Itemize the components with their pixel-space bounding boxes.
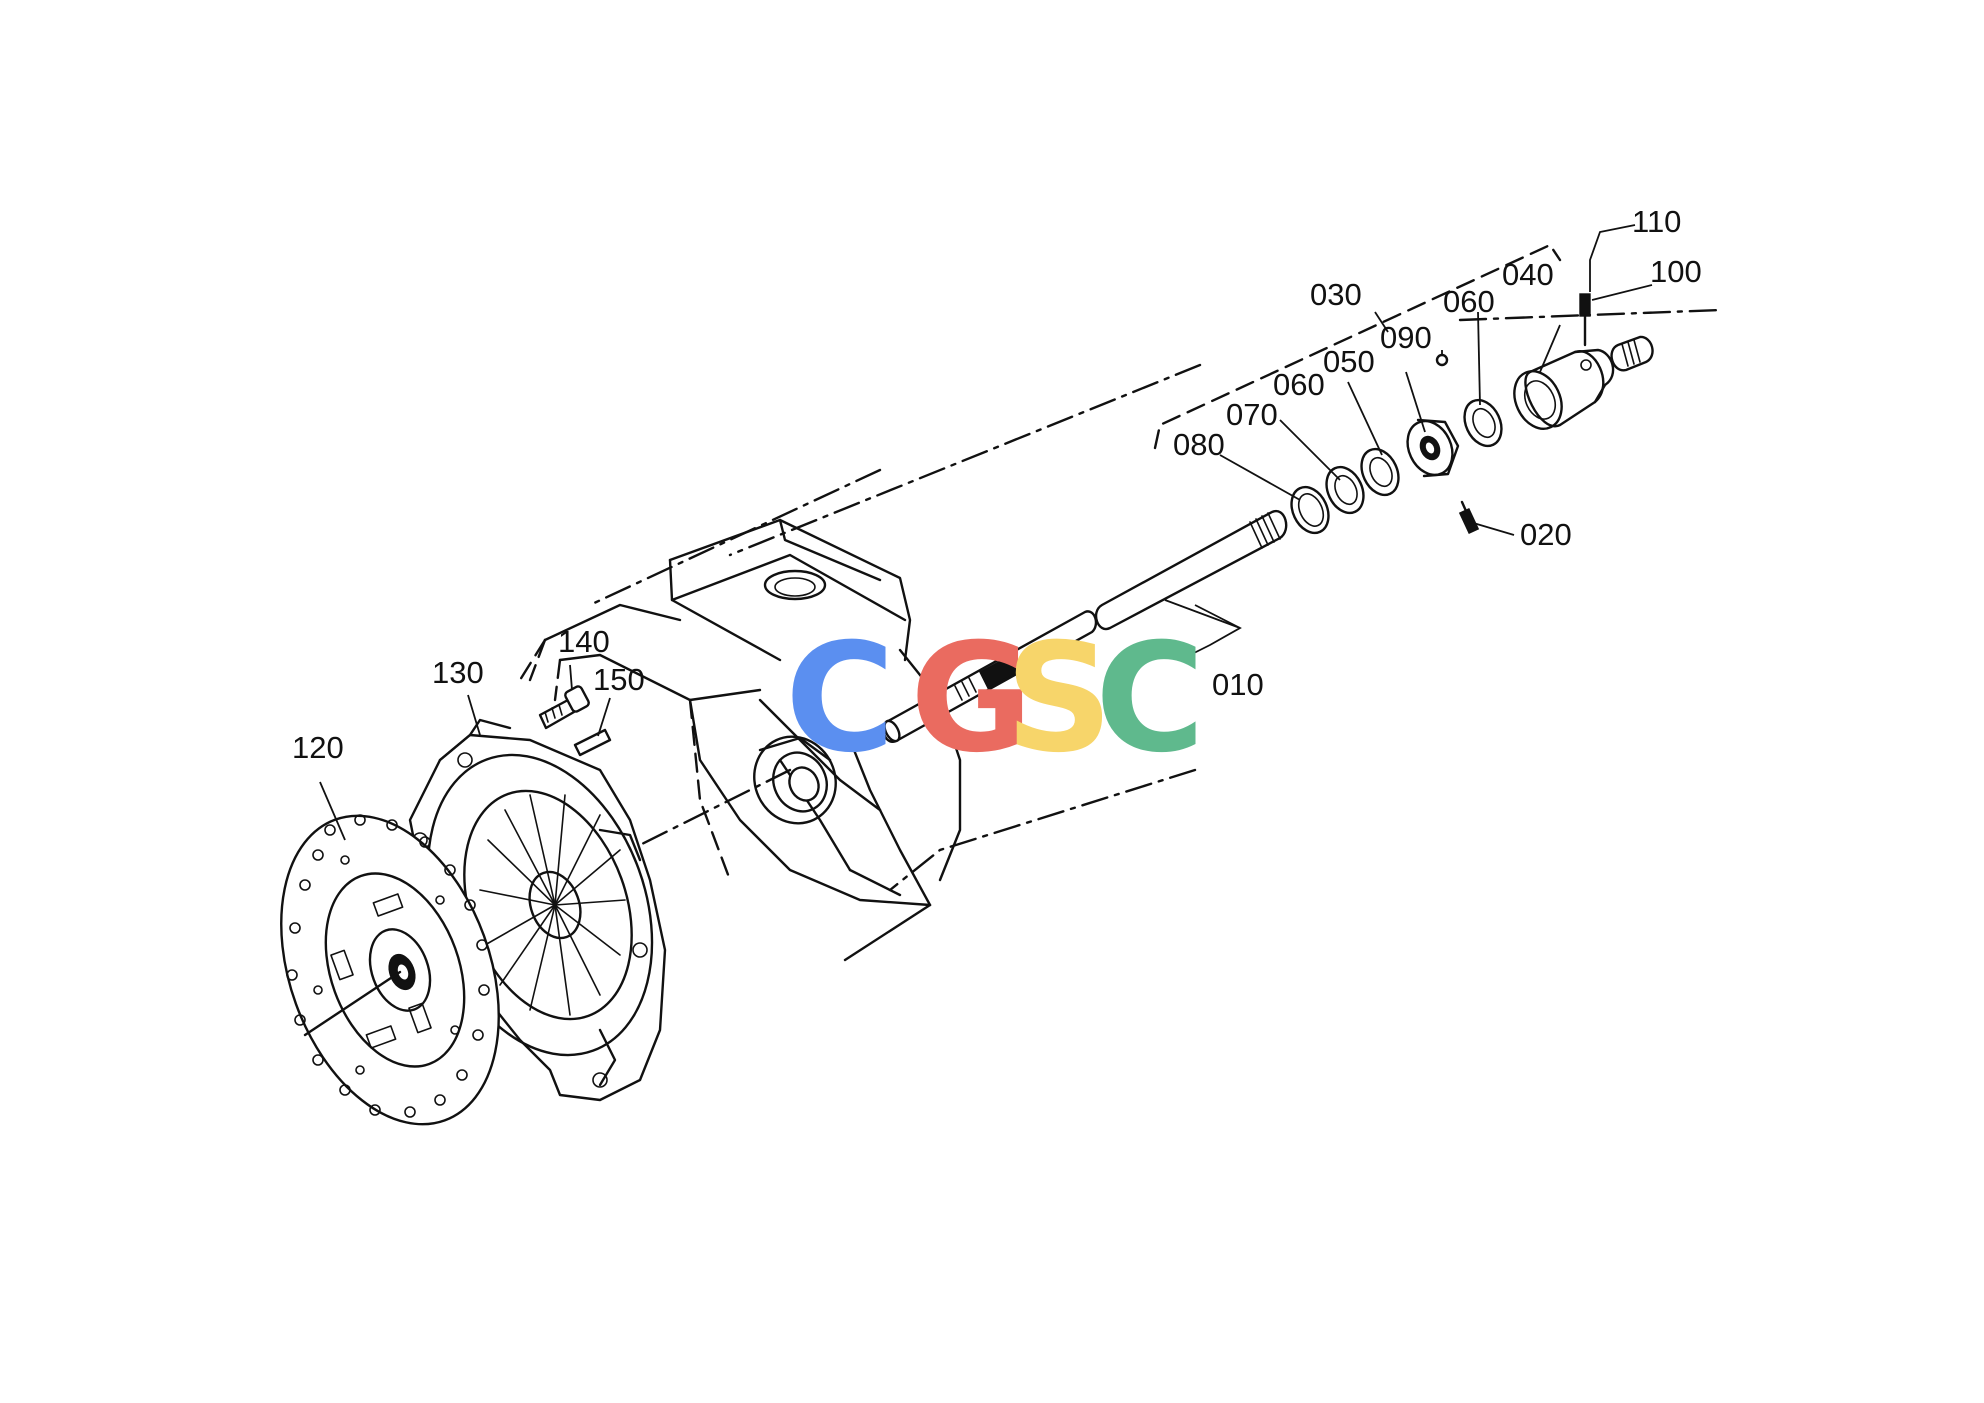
label-110: 110 — [1632, 204, 1681, 239]
label-080: 080 — [1173, 427, 1225, 462]
label-100: 100 — [1650, 254, 1702, 289]
leader-lines — [319, 224, 1653, 841]
clutch-disc-120 — [280, 814, 500, 1126]
spring-020 — [1458, 500, 1480, 535]
shaft-axis-line — [628, 768, 792, 852]
watermark-letter-c2: C — [1095, 612, 1205, 786]
part-labels: 010 020 030 040 050 060 060 070 080 090 … — [292, 204, 1702, 765]
coupling-040 — [1513, 335, 1654, 430]
label-090: 090 — [1380, 320, 1432, 355]
label-120: 120 — [292, 730, 344, 765]
label-130: 130 — [432, 655, 484, 690]
hub-050 — [1406, 418, 1460, 478]
label-020: 020 — [1520, 517, 1572, 552]
watermark-letter-s: S — [1005, 612, 1113, 786]
label-150: 150 — [593, 662, 645, 697]
pin-100 — [1579, 293, 1591, 347]
ring-060-front — [1360, 447, 1400, 497]
clutch-housing — [518, 363, 1202, 962]
label-140: 140 — [558, 624, 610, 659]
watermark-letter-g: G — [910, 612, 1033, 786]
watermark-logo: C G S C — [785, 612, 1205, 786]
ring-080 — [1290, 485, 1330, 535]
ring-070 — [1325, 465, 1365, 515]
label-010: 010 — [1212, 667, 1264, 702]
ring-060-rear — [1463, 398, 1503, 448]
label-060-front: 060 — [1273, 367, 1325, 402]
label-060-rear: 060 — [1443, 284, 1495, 319]
ball-090 — [1435, 353, 1449, 367]
bolt-140 — [538, 685, 590, 730]
watermark-letter-c1: C — [785, 612, 895, 786]
label-050: 050 — [1323, 344, 1375, 379]
assembly-bracket — [1153, 243, 1562, 450]
input-shaft — [882, 509, 1288, 743]
label-040: 040 — [1502, 257, 1554, 292]
housing-edge-dash — [528, 638, 547, 682]
label-070: 070 — [1226, 397, 1278, 432]
label-030: 030 — [1310, 277, 1362, 312]
pin-150 — [573, 728, 612, 757]
